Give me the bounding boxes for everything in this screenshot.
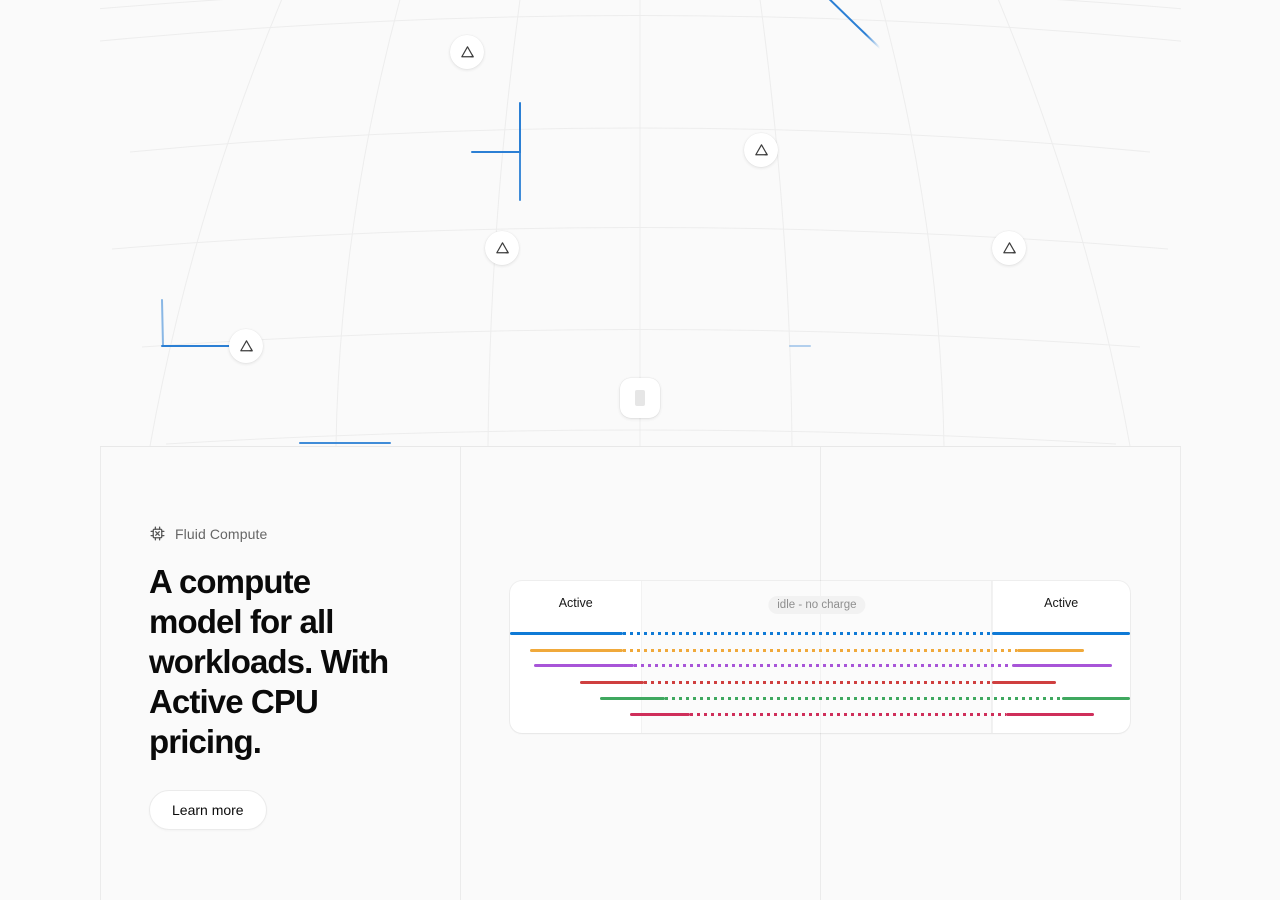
feature-eyebrow: Fluid Compute <box>149 525 439 542</box>
timeline-segment-request-4-active-right <box>992 681 1057 684</box>
globe-node-2[interactable] <box>744 133 778 167</box>
timeline-row-request-4 <box>510 681 1130 684</box>
timeline-segment-request-2-active-right <box>1016 649 1085 652</box>
frame-border-horizontal <box>100 446 1181 447</box>
timeline-segment-request-3-idle <box>634 664 1013 667</box>
triangle-rotate-icon <box>460 45 474 57</box>
timeline-segment-request-4-active-left <box>580 681 644 684</box>
globe-node-4[interactable] <box>992 231 1026 265</box>
globe-node-5[interactable] <box>229 329 263 363</box>
feature-copy: Fluid Compute A compute model for all wo… <box>149 525 439 830</box>
triangle-rotate-icon <box>239 339 253 351</box>
timeline-segment-request-1-active-left <box>510 632 623 635</box>
zone-active-right: Active <box>992 581 1130 733</box>
timeline-tick-3 <box>992 581 994 733</box>
timeline-row-request-1 <box>510 632 1130 635</box>
triangle-rotate-icon <box>1002 241 1016 253</box>
timeline-segment-request-6-active-right <box>1006 713 1095 716</box>
timeline-segment-request-5-idle <box>665 697 1062 700</box>
timeline-segment-request-3-active-right <box>1012 664 1112 667</box>
timeline-segment-request-1-idle <box>622 632 993 635</box>
globe-center-node[interactable] <box>620 378 660 418</box>
globe-grid <box>100 0 1181 446</box>
frame-border-left <box>100 0 101 900</box>
timeline-segment-request-1-active-right <box>992 632 1130 635</box>
page-title: A compute model for all workloads. With … <box>149 563 389 760</box>
triangle-rotate-icon <box>495 241 509 253</box>
timeline-tick-2 <box>820 581 821 733</box>
zone-idle-label: idle - no charge <box>768 596 866 614</box>
timeline-row-request-2 <box>510 649 1130 652</box>
cpu-chip-icon <box>150 526 165 541</box>
feature-section: Fluid Compute A compute model for all wo… <box>100 447 1181 900</box>
globe-node-3[interactable] <box>485 231 519 265</box>
zone-active-left-label: Active <box>558 596 593 610</box>
timeline-row-request-5 <box>510 697 1130 700</box>
timeline-segment-request-5-active-left <box>599 697 665 700</box>
column-divider-1 <box>460 447 461 900</box>
zone-active-left: Active <box>510 581 641 733</box>
timeline-segment-request-6-active-left <box>630 713 690 716</box>
timeline-tick-1 <box>641 581 643 733</box>
globe-longitude-lines <box>149 0 1131 446</box>
timeline-segment-request-2-active-left <box>529 649 623 652</box>
timeline-row-request-3 <box>510 664 1130 667</box>
timeline-segment-request-4-idle <box>643 681 993 684</box>
triangle-rotate-icon <box>754 143 768 155</box>
timeline-segment-request-5-active-right <box>1061 697 1130 700</box>
server-block-icon <box>635 390 645 406</box>
active-cpu-timeline-card: Active idle - no charge Active <box>510 581 1130 733</box>
timeline-row-request-6 <box>510 713 1130 716</box>
timeline-segment-request-3-active-left <box>534 664 634 667</box>
zone-idle: idle - no charge <box>641 581 993 733</box>
frame-border-right <box>1180 0 1181 900</box>
feature-eyebrow-label: Fluid Compute <box>175 525 268 542</box>
timeline-rows <box>510 581 1130 733</box>
timeline-segment-request-2-idle <box>622 649 1017 652</box>
timeline-segment-request-6-idle <box>689 713 1006 716</box>
globe-routes <box>161 0 991 446</box>
globe-node-1[interactable] <box>450 35 484 69</box>
globe-network-visualization <box>100 0 1181 446</box>
learn-more-button[interactable]: Learn more <box>149 790 267 830</box>
zone-active-right-label: Active <box>1044 596 1079 610</box>
